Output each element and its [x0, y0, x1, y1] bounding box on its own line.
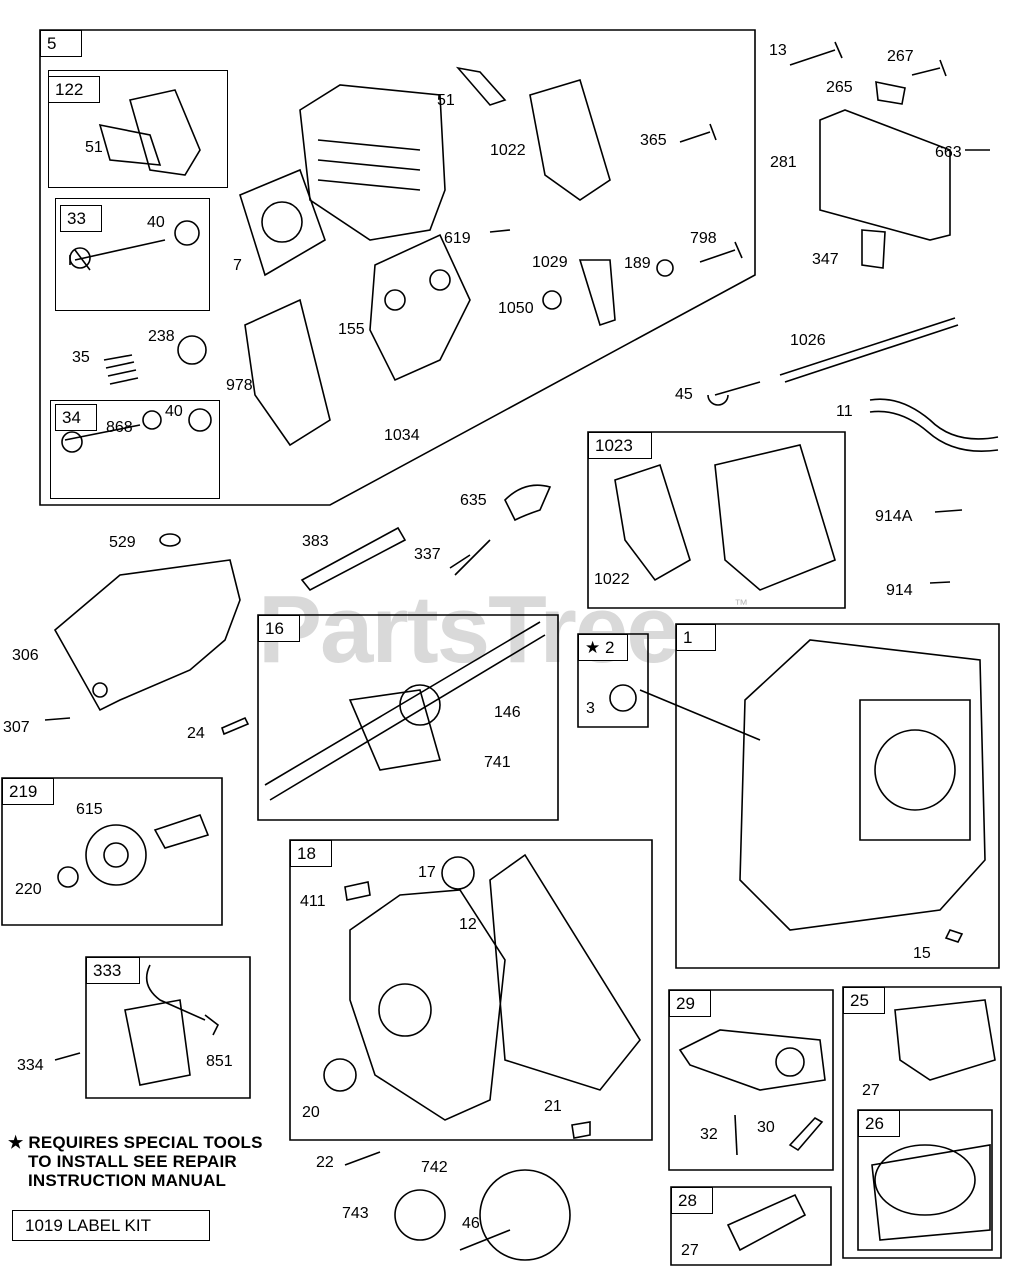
part-238-label: 238	[148, 328, 175, 345]
part-978-label: 978	[226, 377, 253, 394]
group-28-tag: 28	[671, 1187, 713, 1214]
part-307-label: 307	[3, 719, 30, 736]
part-40-label: 40	[165, 403, 183, 420]
note-line-3: INSTRUCTION MANUAL	[28, 1171, 227, 1190]
part-27-label: 27	[681, 1242, 699, 1259]
part-265-label: 265	[826, 79, 853, 96]
part-868-label: 868	[106, 419, 133, 436]
part-267-label: 267	[887, 48, 914, 65]
group-33-tag: 33	[60, 205, 102, 232]
part-13-label: 13	[769, 42, 787, 59]
group-25-tag: 25	[843, 987, 885, 1014]
part-35-label: 35	[72, 349, 90, 366]
part-635-label: 635	[460, 492, 487, 509]
group-34-box	[50, 400, 220, 499]
part-914-label: 914	[886, 582, 913, 599]
part-914A-label: 914A	[875, 508, 913, 525]
part-411-label: 411	[300, 893, 326, 910]
part-1022-label: 1022	[594, 571, 630, 588]
part-7-label: 7	[233, 257, 242, 274]
note-line-2: TO INSTALL SEE REPAIR	[28, 1152, 237, 1171]
group-18-tag: 18	[290, 840, 332, 867]
watermark: PartsTree	[258, 576, 680, 683]
part-24-label: 24	[187, 725, 205, 742]
part-1026-label: 1026	[790, 332, 826, 349]
part-51-label: 51	[85, 139, 103, 156]
part-51-label: 51	[437, 92, 455, 109]
part-21-label: 21	[544, 1098, 562, 1115]
part-741-label: 741	[484, 754, 511, 771]
label-kit-box: 1019 LABEL KIT	[12, 1210, 210, 1241]
part-220-label: 220	[15, 881, 42, 898]
part-30-label: 30	[757, 1119, 775, 1136]
part-798-label: 798	[690, 230, 717, 247]
part-1050-label: 1050	[498, 300, 534, 317]
part-365-label: 365	[640, 132, 667, 149]
part-1034-label: 1034	[384, 427, 420, 444]
part-27-label: 27	[862, 1082, 880, 1099]
note-line-1: ★ REQUIRES SPECIAL TOOLS	[8, 1133, 263, 1152]
part-743-label: 743	[342, 1205, 369, 1222]
part-337-label: 337	[414, 546, 441, 563]
part-20-label: 20	[302, 1104, 320, 1121]
part-3-label: 3	[586, 700, 595, 717]
group-1023-tag: 1023	[588, 432, 652, 459]
group-122-box	[48, 70, 228, 188]
part-742-label: 742	[421, 1159, 448, 1176]
part-155-label: 155	[338, 321, 365, 338]
part-1022-label: 1022	[490, 142, 526, 159]
group-333-tag: 333	[86, 957, 140, 984]
group-219-tag: 219	[2, 778, 54, 805]
part-851-label: 851	[206, 1053, 233, 1070]
part-347-label: 347	[812, 251, 839, 268]
part-306-label: 306	[12, 647, 39, 664]
part-22-label: 22	[316, 1154, 334, 1171]
part-17-label: 17	[418, 864, 436, 881]
part-45-label: 45	[675, 386, 693, 403]
part-15-label: 15	[913, 945, 931, 962]
part-46-label: 46	[462, 1215, 480, 1232]
part-663-label: 663	[935, 144, 962, 161]
group-5-tag: 5	[40, 30, 82, 57]
part-146-label: 146	[494, 704, 521, 721]
group-33-box	[55, 198, 210, 311]
part-619-label: 619	[444, 230, 471, 247]
group-34-tag: 34	[55, 404, 97, 431]
group-1-tag: 1	[676, 624, 716, 651]
special-tools-note: ★ REQUIRES SPECIAL TOOLS TO INSTALL SEE …	[8, 1133, 263, 1190]
part-529-label: 529	[109, 534, 136, 551]
part-189-label: 189	[624, 255, 651, 272]
part-615-label: 615	[76, 801, 103, 818]
group-16-tag: 16	[258, 615, 300, 642]
part-11-label: 11	[836, 403, 853, 420]
group-2-tag: ★ 2	[578, 634, 628, 661]
part-334-label: 334	[17, 1057, 44, 1074]
part-1029-label: 1029	[532, 254, 568, 271]
part-32-label: 32	[700, 1126, 718, 1143]
group-26-tag: 26	[858, 1110, 900, 1137]
part-383-label: 383	[302, 533, 329, 550]
group-122-tag: 122	[48, 76, 100, 103]
part-281-label: 281	[770, 154, 797, 171]
part-12-label: 12	[459, 916, 477, 933]
part-40-label: 40	[147, 214, 165, 231]
group-29-tag: 29	[669, 990, 711, 1017]
